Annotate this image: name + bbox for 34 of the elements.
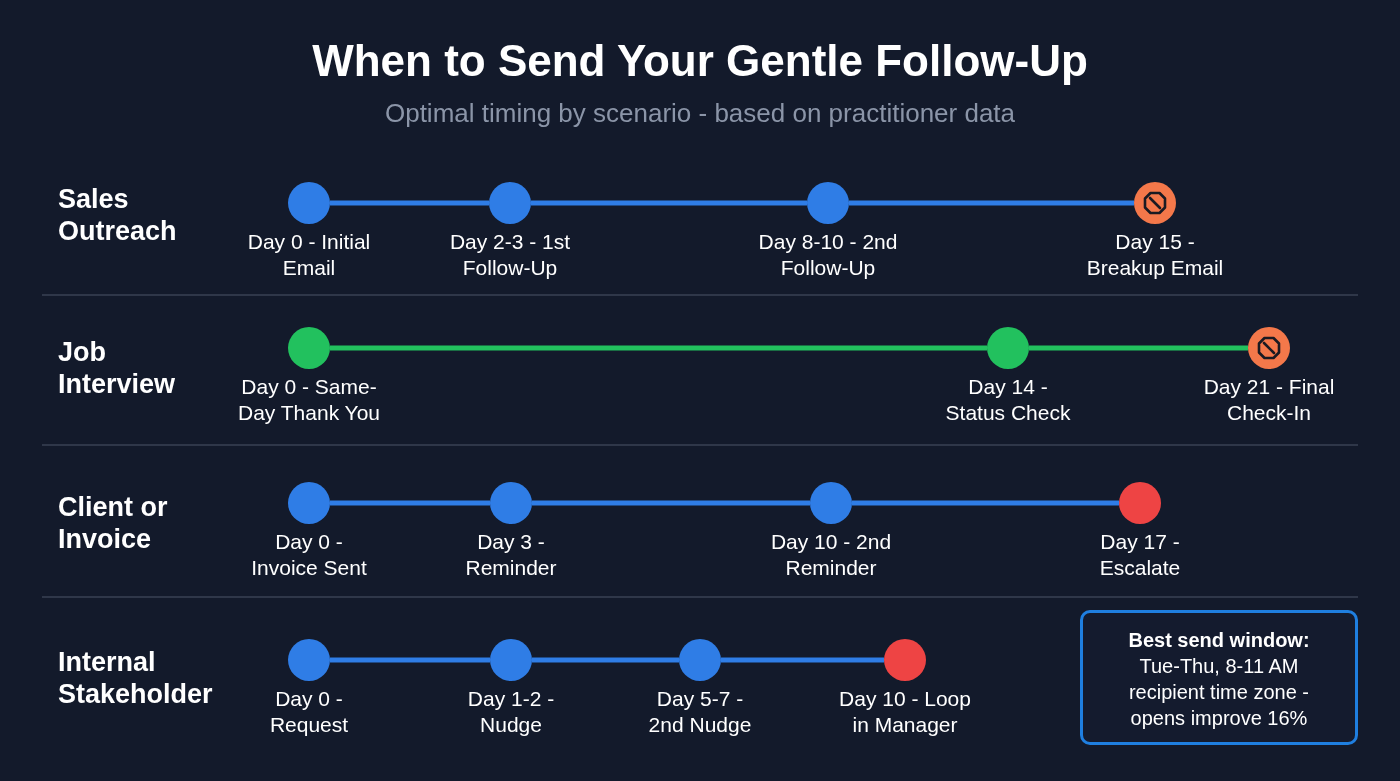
timeline-line bbox=[849, 200, 1134, 206]
milestone-label: Day 14 - Status Check bbox=[944, 374, 1072, 426]
milestone-label: Day 0 - Initial Email bbox=[246, 229, 372, 281]
scenario-label: Client or Invoice bbox=[58, 491, 169, 555]
timeline-line bbox=[532, 657, 679, 663]
milestone-label: Day 0 - Same-Day Thank You bbox=[236, 374, 382, 426]
timeline-line bbox=[330, 345, 987, 351]
timeline-line bbox=[532, 500, 810, 506]
timeline-line bbox=[721, 657, 884, 663]
subtitle: Optimal timing by scenario - based on practitioner data bbox=[383, 98, 1017, 129]
timeline-line bbox=[1029, 345, 1248, 351]
milestone-label: Day 5-7 - 2nd Nudge bbox=[647, 686, 753, 738]
milestone-label: Day 0 - Request bbox=[268, 686, 350, 738]
milestone-label: Day 10 - 2nd Reminder bbox=[769, 529, 893, 581]
timeline-line bbox=[531, 200, 807, 206]
milestone-label: Day 17 - Escalate bbox=[1098, 529, 1182, 581]
milestone-label: Day 3 - Reminder bbox=[464, 529, 558, 581]
tip-card bbox=[1080, 610, 1358, 745]
scenario-label: Sales Outreach bbox=[58, 183, 178, 247]
timeline-line bbox=[330, 500, 490, 506]
title: When to Send Your Gentle Follow-Up bbox=[311, 36, 1089, 86]
milestone-label: Day 15 - Breakup Email bbox=[1085, 229, 1225, 281]
timeline-line bbox=[330, 657, 490, 663]
timeline-line bbox=[330, 200, 489, 206]
tip-text: Tue-Thu, 8-11 AM recipient time zone - opens improve 16% bbox=[1127, 654, 1311, 731]
milestone-label: Day 1-2 - Nudge bbox=[466, 686, 556, 738]
milestone-label: Day 2-3 - 1st Follow-Up bbox=[448, 229, 572, 281]
tip-heading: Best send window: bbox=[1127, 628, 1311, 653]
milestone-label: Day 0 - Invoice Sent bbox=[250, 529, 368, 581]
milestone-label: Day 8-10 - 2nd Follow-Up bbox=[757, 229, 899, 281]
milestone-label: Day 21 - Final Check-In bbox=[1202, 374, 1336, 426]
timeline-line bbox=[852, 500, 1119, 506]
scenario-label: Job Interview bbox=[58, 336, 177, 400]
milestone-label: Day 10 - Loop in Manager bbox=[838, 686, 972, 738]
